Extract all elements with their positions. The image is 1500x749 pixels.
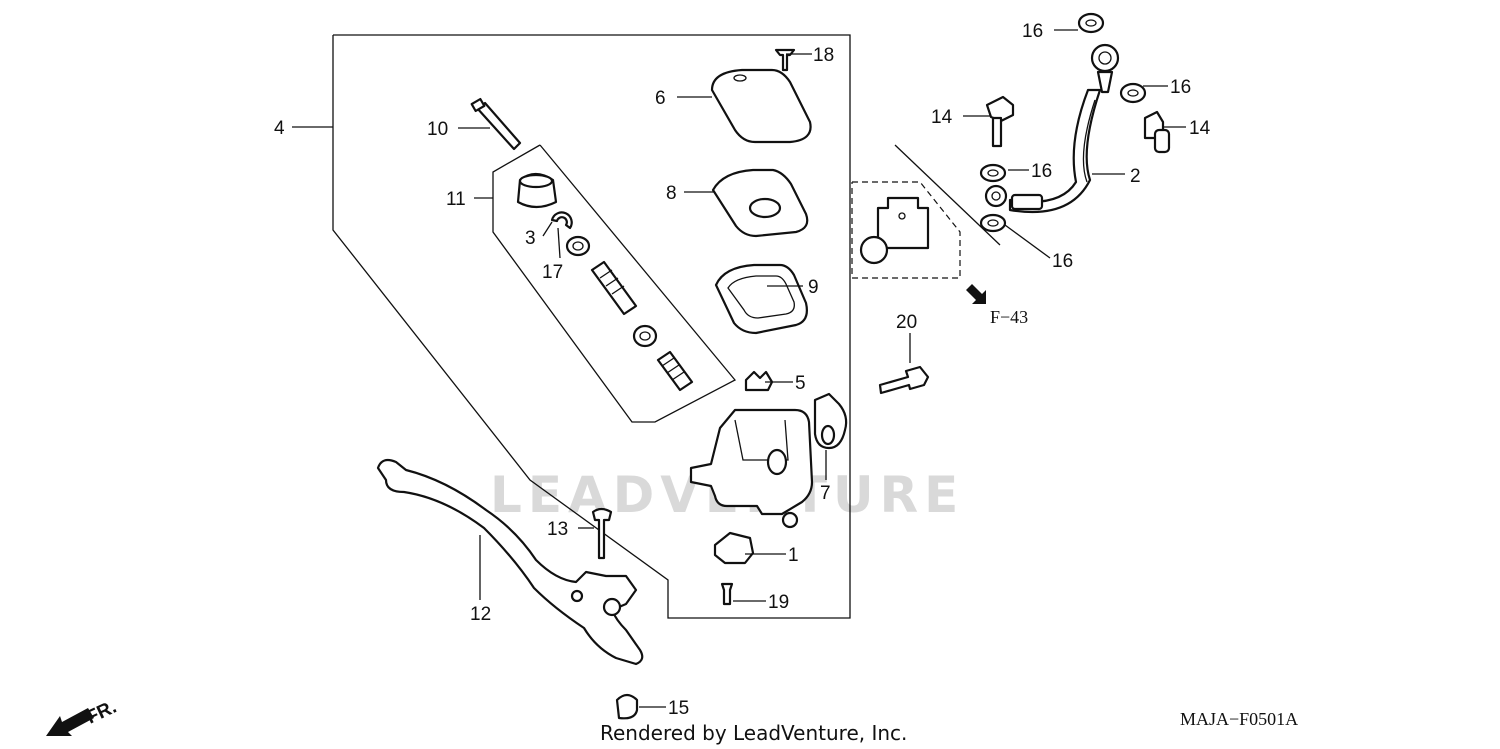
callout-6: 6 [655, 88, 666, 109]
leader-lines [292, 29, 1186, 708]
circlip-part-17 [550, 211, 573, 230]
callout-13: 13 [547, 519, 568, 540]
callout-10: 10 [427, 119, 448, 140]
screw-part-19 [720, 582, 734, 606]
callout-12: 12 [470, 604, 491, 625]
callout-9: 9 [808, 277, 819, 298]
callout-16-top: 16 [1022, 21, 1043, 42]
arrow-icon [966, 284, 986, 304]
callout-11: 11 [446, 189, 466, 210]
callout-20: 20 [896, 312, 917, 333]
callout-4: 4 [274, 118, 285, 139]
callout-1: 1 [788, 545, 799, 566]
assembly-outline [332, 34, 851, 619]
screw-part-18 [774, 48, 796, 72]
callout-17: 17 [542, 262, 563, 283]
callout-5: 5 [795, 373, 806, 394]
washer-part-16-d [979, 213, 1007, 233]
callout-16-middle: 16 [1031, 161, 1052, 182]
cap-part-15 [615, 693, 639, 720]
bolt-part-14-b [1143, 110, 1171, 154]
callout-15: 15 [668, 698, 689, 719]
bolt-part-10 [470, 97, 522, 151]
callout-18: 18 [813, 45, 834, 66]
mount-detail-box [851, 144, 1001, 279]
piston-kit-outline [492, 144, 737, 423]
plate-part-5 [744, 370, 774, 392]
reservoir-cap-part-6 [710, 68, 812, 144]
washer-part-16-a [1077, 12, 1105, 34]
callout-3: 3 [525, 228, 536, 249]
bolt-part-14-a [985, 95, 1015, 148]
callout-16-right: 16 [1170, 77, 1191, 98]
callout-8: 8 [666, 183, 677, 204]
boot-part-3 [516, 172, 558, 209]
washer-part-16-c [979, 163, 1007, 183]
callout-2: 2 [1130, 166, 1141, 187]
master-cylinder-body [689, 408, 814, 529]
pivot-bolt-part-13 [591, 507, 613, 560]
diaphragm-part-9 [714, 263, 808, 335]
bolt-part-20 [878, 365, 930, 395]
spring [656, 350, 694, 392]
switch-part-1 [713, 531, 755, 565]
arrow-icon [46, 708, 94, 736]
cup-seal [632, 324, 658, 348]
piston [590, 260, 638, 316]
callout-14-right: 14 [1189, 118, 1211, 139]
callout-7: 7 [820, 483, 831, 504]
piston-seal [565, 235, 591, 257]
credit-text: Rendered by LeadVenture, Inc. [600, 721, 907, 745]
holder-part-7 [813, 392, 848, 450]
diaphragm-plate-part-8 [711, 168, 809, 238]
brake-hose-part-2 [984, 43, 1120, 214]
brake-lever-part-12 [376, 458, 644, 666]
front-label: FR. [83, 697, 120, 729]
callout-19: 19 [768, 592, 789, 613]
diagram-code: MAJA−F0501A [1180, 709, 1298, 729]
callout-labels: 1 2 3 4 5 6 7 8 9 10 11 12 13 14 14 15 1… [274, 21, 1211, 719]
front-direction-marker: FR. [46, 697, 120, 736]
reference-label: F−43 [990, 307, 1028, 327]
reference-f43[interactable]: F−43 [966, 284, 1028, 327]
callout-14-left: 14 [931, 107, 953, 128]
washer-part-16-b [1119, 82, 1147, 104]
callout-16-bottom: 16 [1052, 251, 1073, 272]
